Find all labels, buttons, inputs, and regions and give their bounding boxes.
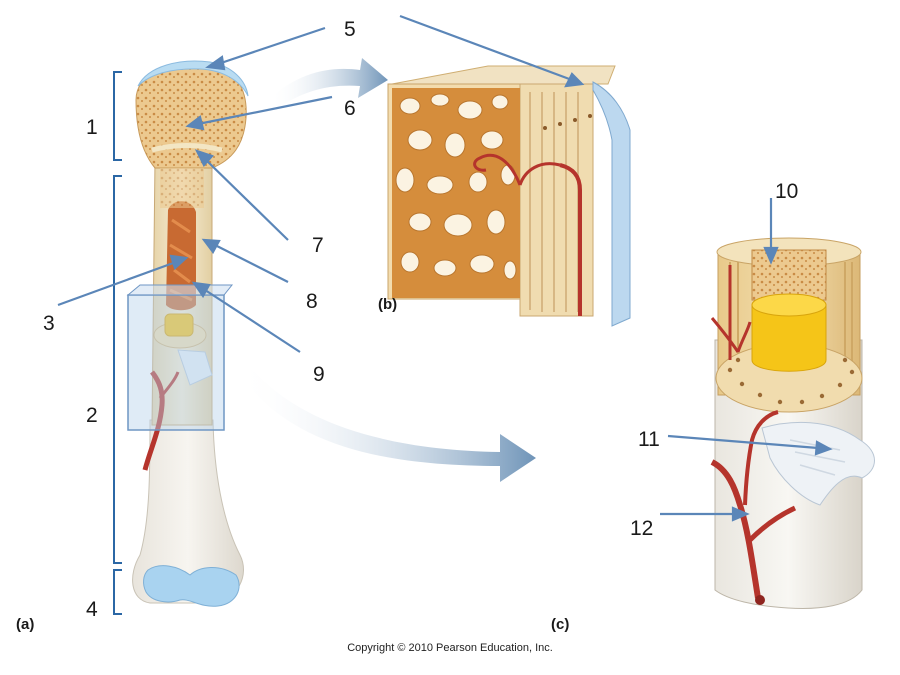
- vessel-c-branch1: [748, 505, 797, 542]
- cube-periosteum-flap: [177, 349, 213, 386]
- panel-label-b: (b): [378, 296, 398, 313]
- distal-cartilage: [143, 565, 240, 607]
- vessel-b-branch: [473, 153, 561, 186]
- leader-7: [203, 157, 289, 241]
- label-11: 11: [638, 428, 660, 451]
- leader-10-head: [763, 246, 779, 265]
- label-6: 6: [344, 97, 356, 120]
- leader-5a-head: [205, 55, 226, 71]
- epiphyseal-line: [151, 143, 223, 153]
- panel-label-a: (a): [16, 616, 35, 633]
- vessel-c-top: [710, 265, 752, 360]
- leader-7-head: [194, 149, 214, 167]
- marrow-texture: [169, 218, 193, 302]
- leader-11-head: [814, 440, 833, 456]
- vessel-c-main: [710, 459, 761, 599]
- label-10: 10: [775, 180, 799, 203]
- spongy-shaft-zone: [160, 168, 204, 208]
- medullary-spongy: [751, 249, 827, 301]
- arrow-to-c: [238, 360, 536, 482]
- periosteum-flap-fibers: [789, 439, 846, 476]
- periosteum-b: [592, 81, 631, 327]
- leader-lines: [57, 14, 833, 522]
- bracket-4: [113, 569, 122, 615]
- selection-box-top: [126, 284, 234, 296]
- vessel-c-branch2: [743, 410, 779, 506]
- leader-8-head: [201, 238, 221, 255]
- label-5: 5: [344, 18, 356, 41]
- periosteum-flap: [761, 422, 875, 506]
- label-8: 8: [306, 290, 318, 313]
- label-9: 9: [313, 363, 325, 386]
- leader-12-head: [731, 506, 750, 522]
- label-2: 2: [86, 404, 98, 427]
- leader-5b-head: [564, 72, 585, 88]
- leader-6-head: [185, 115, 205, 131]
- block-top: [391, 65, 616, 85]
- label-3: 3: [43, 312, 55, 335]
- vessel-c-end: [755, 595, 765, 605]
- label-7: 7: [312, 234, 324, 257]
- proximal-cartilage: [137, 60, 249, 97]
- label-4: 4: [86, 598, 98, 621]
- label-12: 12: [630, 517, 654, 540]
- copyright-notice: Copyright © 2010 Pearson Education, Inc.: [347, 642, 553, 654]
- leader-9-head: [191, 281, 211, 299]
- leader-6: [197, 95, 333, 126]
- selection-box: [127, 294, 225, 431]
- arrow-to-b: [270, 58, 388, 108]
- leader-3: [57, 260, 177, 307]
- nutrient-artery-a: [142, 370, 165, 471]
- medullary-cavity: [166, 201, 196, 311]
- leader-5b: [399, 14, 573, 82]
- trabeculae-holes: [395, 93, 517, 280]
- proximal-epiphysis: [135, 63, 247, 169]
- long-bone: [126, 60, 249, 607]
- panel-label-c: (c): [551, 616, 570, 633]
- label-1: 1: [86, 116, 98, 139]
- nutrient-artery-a-branch: [158, 371, 180, 399]
- leader-9: [201, 287, 301, 353]
- shaft-section: [710, 237, 875, 609]
- bracket-1: [113, 71, 122, 161]
- cube-yellow-marrow: [164, 313, 194, 337]
- yellow-marrow-top: [751, 293, 827, 317]
- leader-11: [667, 434, 819, 450]
- cut-face-canals: [727, 357, 855, 405]
- canal-openings: [543, 114, 592, 130]
- leader-3-head: [169, 254, 189, 270]
- leader-8: [212, 243, 289, 283]
- bracket-2: [113, 175, 122, 564]
- spongy-bone-block: [387, 65, 631, 327]
- brackets: [113, 71, 122, 615]
- leader-5a: [217, 26, 326, 66]
- vessel-b-main: [559, 163, 582, 316]
- compact-lines: [529, 92, 579, 312]
